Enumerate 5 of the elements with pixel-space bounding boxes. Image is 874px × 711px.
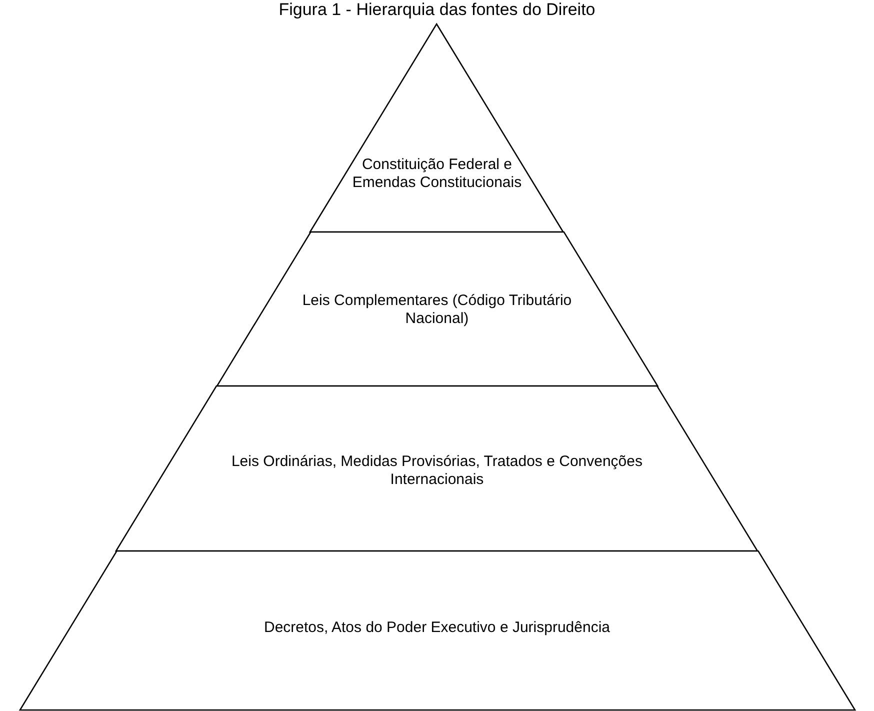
band-label: Constituição Federal e Emendas Constitucionais xyxy=(352,156,522,192)
band-label: Decretos, Atos do Poder Executivo e Jurisprudência xyxy=(262,619,612,637)
diagram-title: Figura 1 - Hierarquia das fontes do Direito xyxy=(278,0,596,20)
band-label: Leis Complementares (Código Tributário Nacional) xyxy=(301,292,573,328)
band-label: Leis Ordinárias, Medidas Provisórias, Tratados e Convenções Internacionais xyxy=(230,453,644,489)
